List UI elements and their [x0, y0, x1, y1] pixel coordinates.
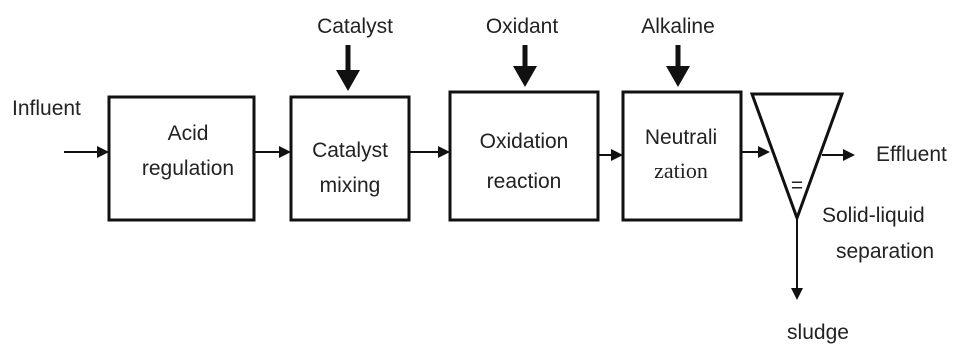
influent-label: Influent: [12, 97, 81, 120]
neutralization-label-line2: zation: [654, 158, 708, 183]
flow-arrow-catalyst-to-oxidation: [409, 146, 450, 158]
separator-triangle: [749, 92, 845, 223]
separator-label-line1: Solid-liquid: [822, 204, 925, 227]
influent-arrow: [64, 146, 109, 158]
catalyst-input-label: Catalyst: [317, 15, 393, 38]
oxidation-reaction-box: [448, 90, 600, 222]
oxidation-reaction-label-line1: Oxidation: [480, 130, 569, 153]
sludge-arrow: [791, 218, 803, 300]
acid-regulation-label-line2: regulation: [142, 157, 234, 180]
acid-regulation-label-line1: Acid: [168, 122, 209, 145]
separator-label-line2: separation: [836, 240, 934, 263]
alkaline-input-label: Alkaline: [641, 15, 715, 38]
flow-arrow-acid-to-catalyst: [254, 146, 291, 158]
effluent-label: Effluent: [876, 143, 947, 166]
sludge-label: sludge: [787, 321, 849, 344]
oxidation-reaction-label-line2: reaction: [487, 170, 562, 193]
oxidant-input-arrow: [513, 45, 537, 87]
flow-arrow-neutralization-to-separator: [741, 146, 770, 158]
separator-level-mark: =: [791, 174, 803, 197]
acid-regulation-box: [107, 95, 256, 222]
effluent-arrow: [822, 149, 855, 161]
catalyst-mixing-label-line1: Catalyst: [312, 139, 388, 162]
neutralization-label-line1: Neutrali: [645, 126, 717, 149]
oxidant-input-label: Oxidant: [486, 15, 559, 38]
neutralization-box: [621, 90, 743, 222]
catalyst-mixing-label-line2: mixing: [320, 174, 381, 197]
alkaline-input-arrow: [666, 45, 690, 87]
catalyst-mixing-box: [289, 95, 411, 222]
flow-arrow-oxidation-to-neutralization: [598, 149, 623, 161]
catalyst-input-arrow: [336, 45, 360, 91]
